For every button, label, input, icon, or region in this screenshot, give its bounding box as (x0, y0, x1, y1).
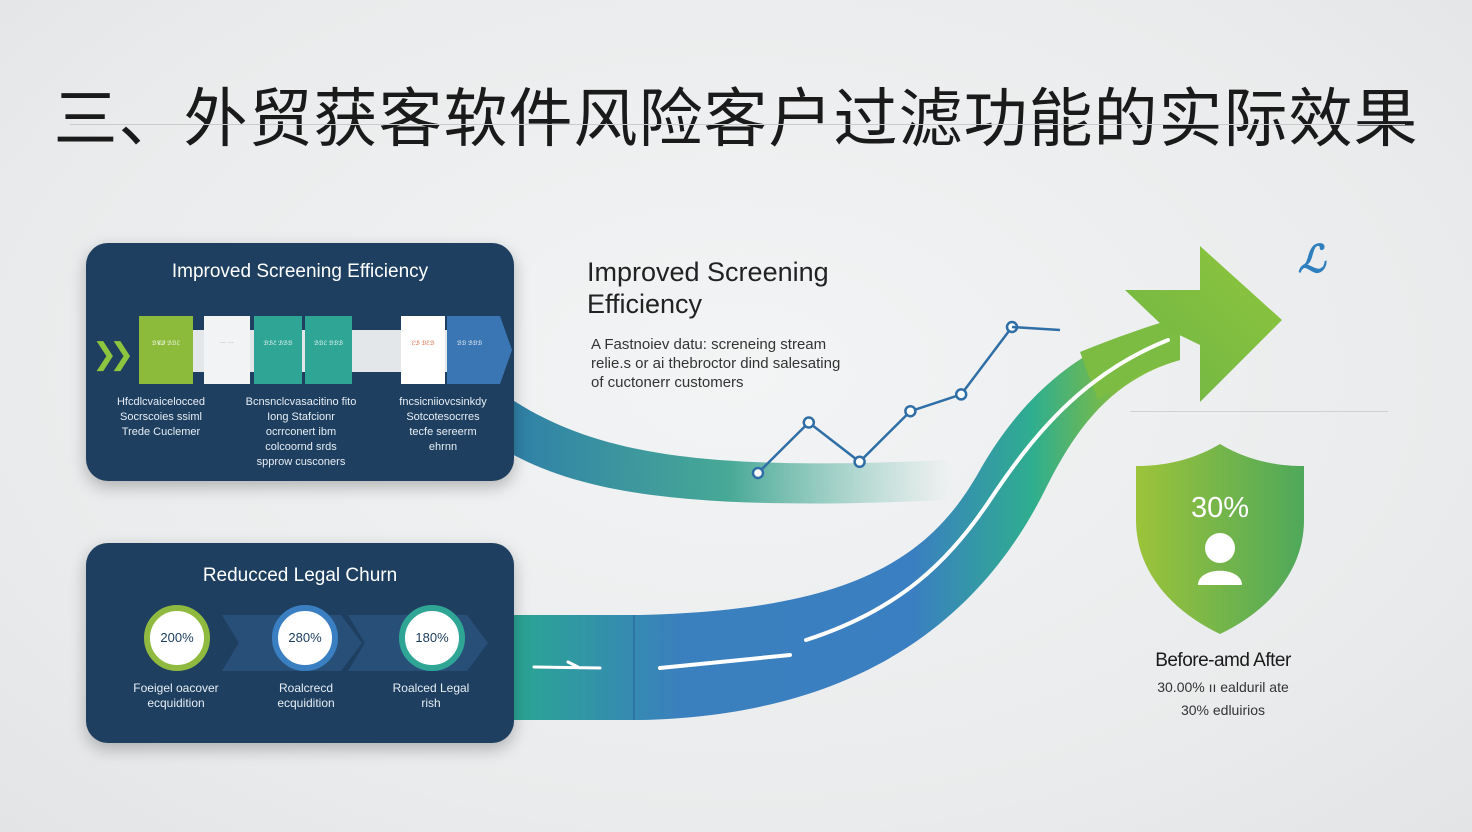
before-after-title: Before-amd After (1155, 650, 1291, 671)
growth-arrow-head (1125, 246, 1282, 402)
user-icon (1198, 533, 1242, 585)
brand-mark-icon: ℒ (1298, 236, 1326, 281)
chevron-right-icon: ❯❯ (92, 337, 134, 372)
legal-churn-card: Reducced Legal Churn 200% 280% 180% Foei… (86, 543, 514, 743)
efficiency-heading: Improved Screening Efficiency (587, 257, 829, 319)
growth-band (512, 318, 1180, 720)
flow-tile: ℬℬℰ ℬℬℬ (305, 316, 352, 384)
trend-tail (1011, 325, 1061, 332)
metric-caption: Foeigel oacover ecquidition (133, 681, 219, 710)
top-flow-ribbon (505, 395, 950, 504)
flow-caption: Hfcdlcvaicelocced Socrscoies ssiml Trede… (116, 396, 206, 438)
trend-point (904, 404, 917, 418)
trend-line (757, 326, 1013, 474)
title-divider (70, 124, 1405, 125)
metric-caption: Roalcrecd ecquidition (277, 681, 335, 710)
flow-tile: ℬℬℰ ℬℬℬ (254, 316, 302, 384)
trend-point (802, 416, 816, 429)
trend-point (954, 388, 968, 401)
screening-efficiency-card: Improved Screening Efficiency ❯❯ ℬ𝒞𝒬 ℬℬℰ… (86, 243, 514, 481)
card-title: Reducced Legal Churn (202, 565, 398, 586)
page-title: 三、外贸获客软件风险客户过滤功能的实际效果 (53, 83, 1419, 157)
flow-tile: ℬ𝒞𝒬 ℬℬℰ (139, 316, 193, 384)
trend-point (853, 455, 866, 469)
flow-tile: ℰℬ ℬℰℬ (401, 316, 445, 384)
metric-caption: Roalced Legal rish (392, 681, 470, 710)
road-line (658, 338, 1170, 670)
before-after-line: 30% edluirios (1180, 702, 1266, 718)
efficiency-description: A Fastnoiev datu: screneing stream relie… (591, 336, 841, 391)
metric-circle: 280% (272, 605, 338, 671)
flow-tile: ℬℬ ℬℬℬ (447, 316, 492, 384)
right-divider (1130, 411, 1388, 412)
card-title: Improved Screening Efficiency (171, 261, 429, 282)
flow-tile: ··· ··· (204, 316, 250, 384)
shield-value: 30% (1190, 492, 1250, 524)
before-after-line: 30.00% ıı ealduril ate (1157, 679, 1289, 695)
metric-circle: 180% (399, 605, 465, 671)
trend-point (751, 466, 765, 480)
flow-caption: Bcnsnclcvasacitino fito Iong Stafcionr o… (245, 396, 357, 468)
flow-caption: fncsicniiovcsinkdy Sotcotesocrres tecfe … (399, 396, 487, 453)
left-arrow-mark (532, 660, 602, 670)
metric-circle: 200% (144, 605, 210, 671)
